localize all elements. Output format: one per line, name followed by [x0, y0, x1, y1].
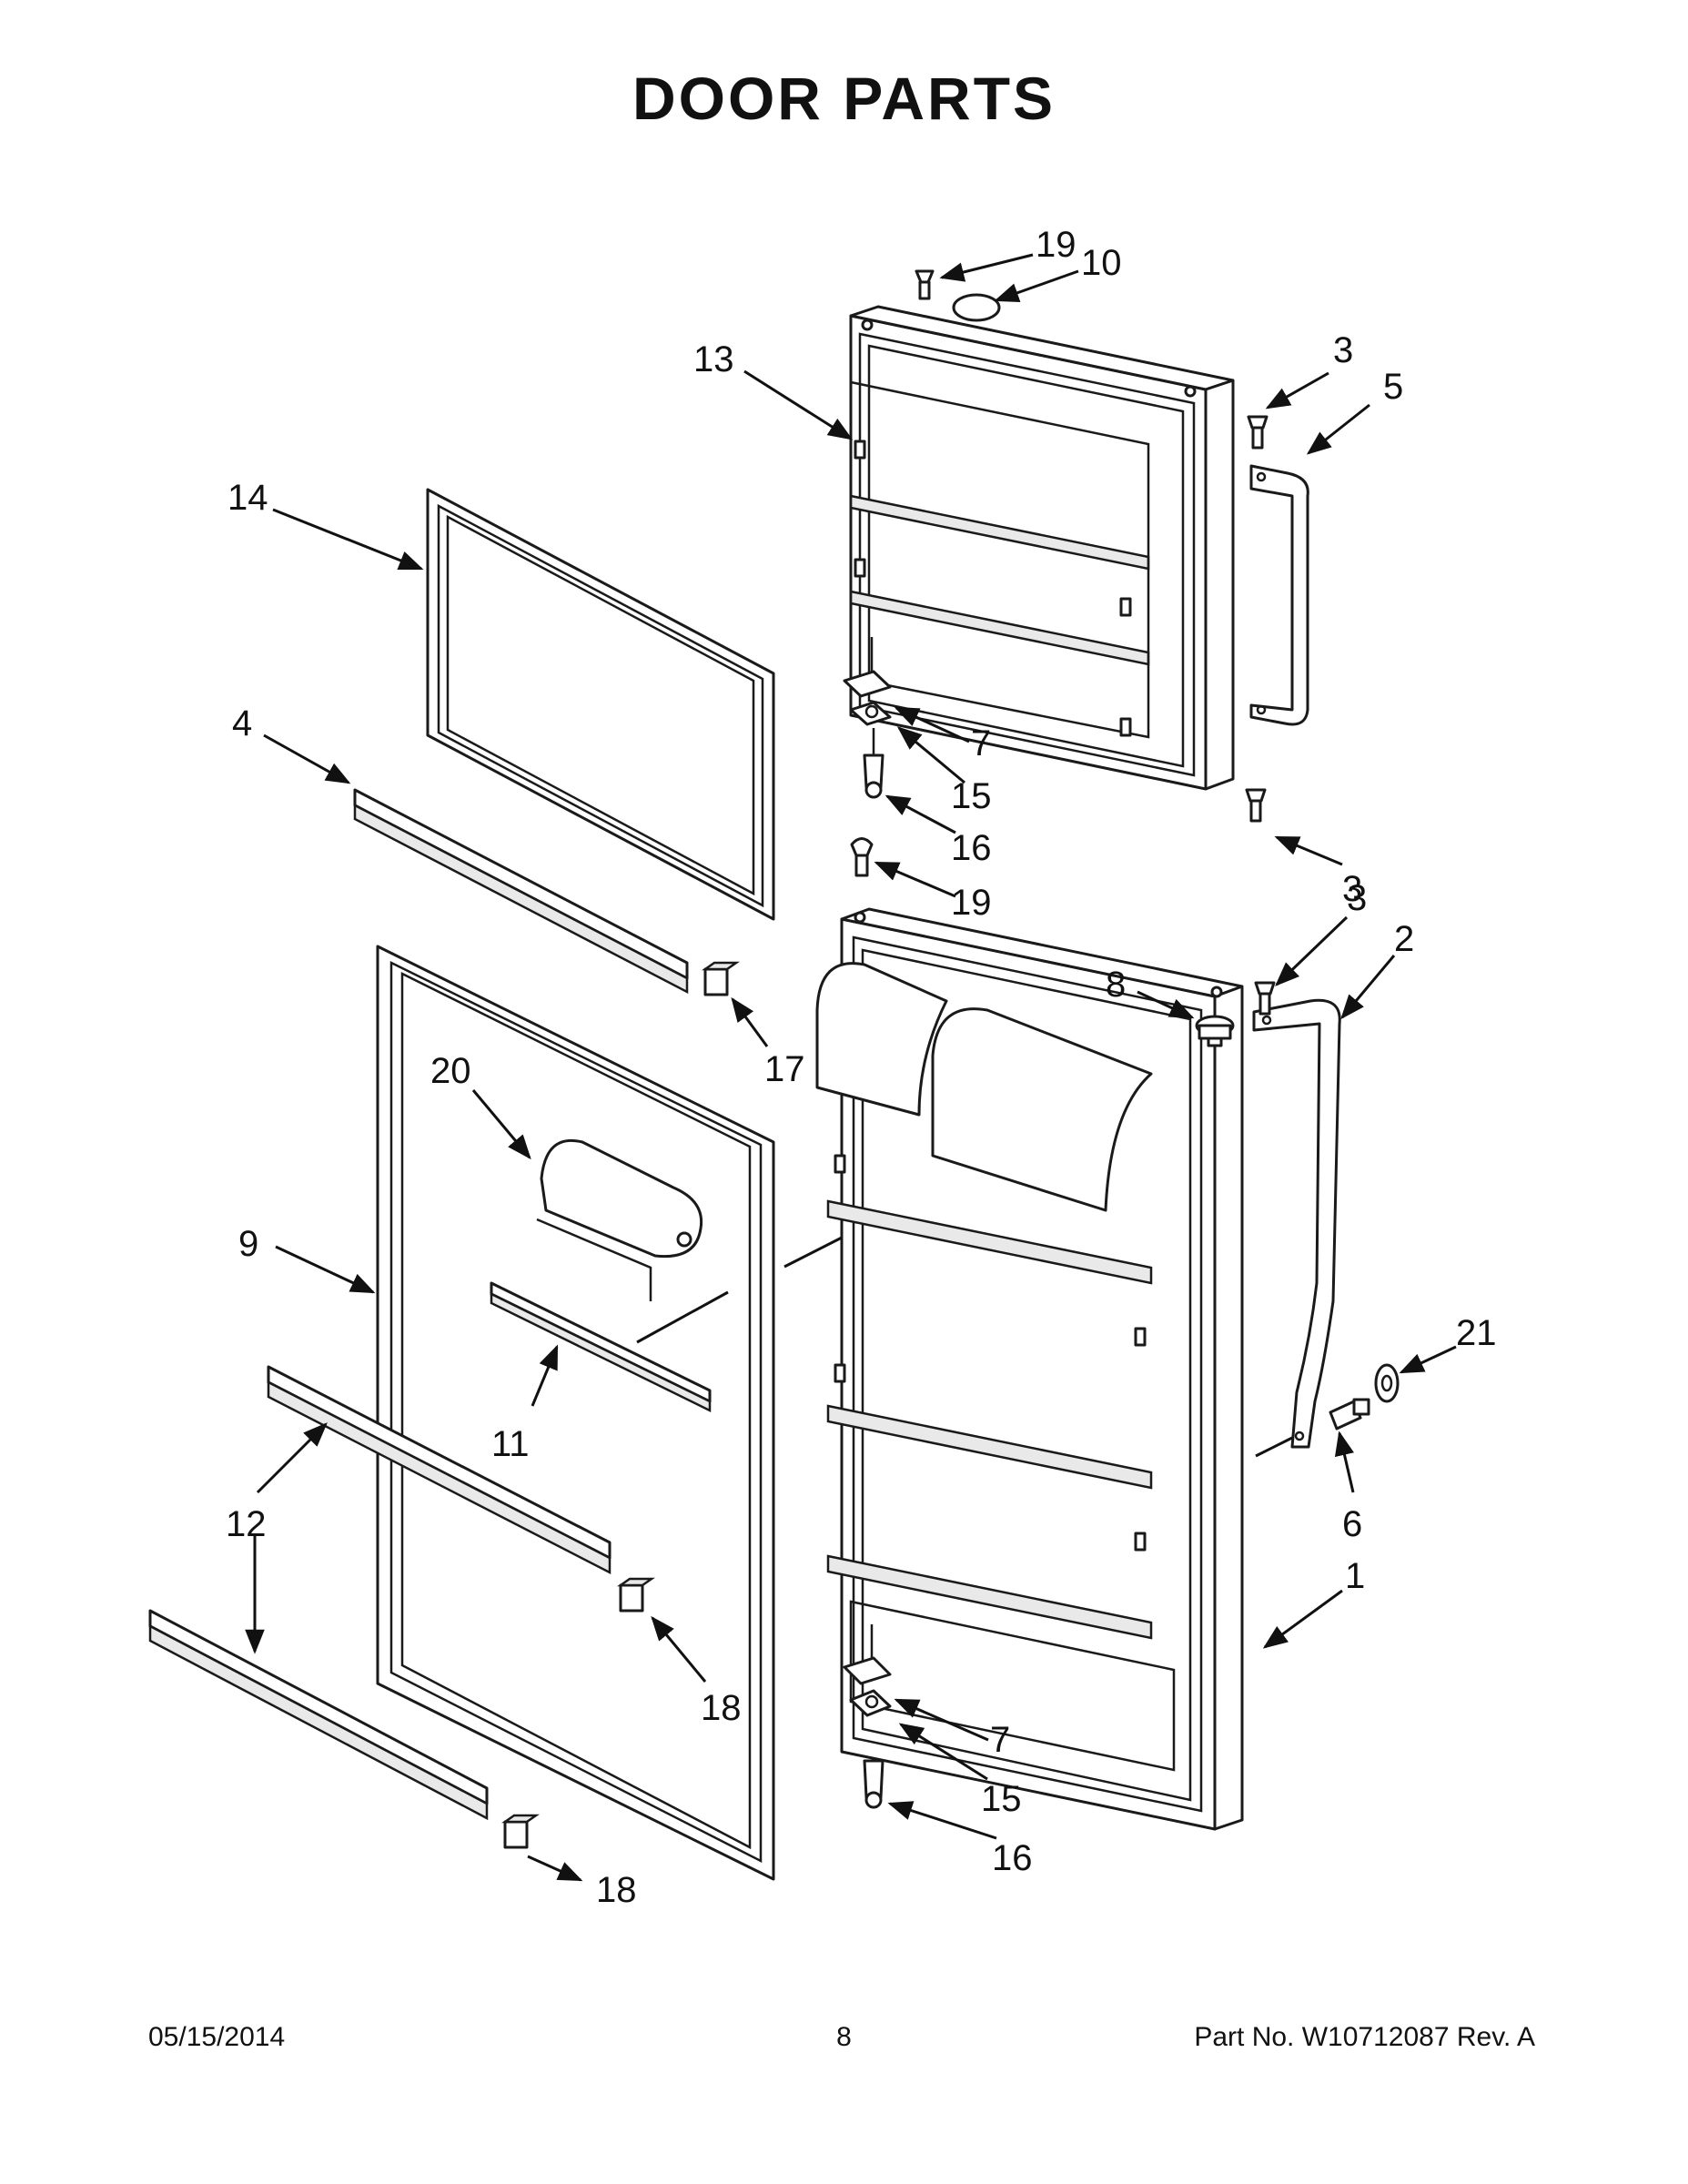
callout-3: 3: [1342, 869, 1362, 909]
callout-17: 17: [764, 1049, 805, 1089]
freezer-door: [849, 305, 1235, 791]
freezer-handle-5: [1249, 464, 1309, 726]
callout-21: 21: [1456, 1313, 1497, 1353]
trim-strip-12-upper: [267, 1365, 612, 1575]
callout-4: 4: [232, 703, 252, 743]
callout-20: 20: [430, 1051, 471, 1091]
handle-stud-6: [1329, 1398, 1370, 1431]
callout-11: 11: [491, 1424, 530, 1464]
hinge-7-top: [843, 637, 892, 799]
callout-14: 14: [227, 478, 268, 518]
end-cap-18-lower: [501, 1814, 540, 1849]
callout-3: 3: [1333, 330, 1353, 370]
callout-3: 3: [1347, 878, 1367, 918]
footer-page-number: 8: [836, 2022, 852, 2052]
callout-13: 13: [693, 339, 734, 379]
callout-16: 16: [992, 1838, 1033, 1878]
callout-1: 1: [1345, 1556, 1365, 1596]
callout-6: 6: [1342, 1504, 1362, 1544]
screw-3-top: [1247, 415, 1269, 450]
callout-7: 7: [971, 723, 991, 763]
footer-date: 05/15/2014: [148, 2022, 286, 2052]
hinge-pin-19-mid: [850, 837, 874, 877]
callout-15: 15: [951, 776, 992, 816]
fresh-food-door: [815, 907, 1244, 1831]
hinge-7-bottom: [843, 1624, 892, 1809]
callout-10: 10: [1081, 243, 1122, 283]
callout-19: 19: [1036, 225, 1076, 265]
trim-strip-12-lower: [148, 1609, 489, 1821]
washer-10: [952, 293, 1001, 322]
callout-7: 7: [990, 1720, 1010, 1760]
trim-strip-11: [490, 1281, 712, 1413]
plug-8: [1195, 1015, 1235, 1047]
end-cap-17: [702, 961, 740, 996]
callout-18: 18: [596, 1870, 637, 1910]
screw-3-handle: [1245, 788, 1267, 823]
callout-5: 5: [1383, 367, 1403, 407]
door-bin-20: [536, 1138, 703, 1301]
callout-16: 16: [951, 828, 992, 868]
end-cap-18-upper: [617, 1577, 655, 1613]
callout-19: 19: [951, 883, 992, 923]
footer-part-number: Part No. W10712087 Rev. A: [1194, 2022, 1535, 2052]
screw-3-lower: [1254, 981, 1276, 1016]
page-title: DOOR PARTS: [632, 65, 1056, 132]
callout-18: 18: [701, 1688, 742, 1728]
callout-labels: 19 10 13 3 5 14 4 7 15 16 19 3 3 2 8 17 …: [226, 225, 1497, 1910]
callout-2: 2: [1394, 919, 1414, 959]
callout-8: 8: [1106, 965, 1126, 1005]
leader-lines: [245, 253, 1457, 1882]
trim-strip-4: [353, 788, 689, 995]
callout-15: 15: [981, 1779, 1022, 1819]
hinge-pin-19-top: [915, 269, 935, 300]
callout-12: 12: [226, 1504, 267, 1544]
callout-9: 9: [238, 1224, 258, 1264]
cap-21: [1374, 1363, 1400, 1403]
fresh-food-handle-2: [1252, 998, 1341, 1449]
freezer-gasket: [426, 488, 775, 921]
